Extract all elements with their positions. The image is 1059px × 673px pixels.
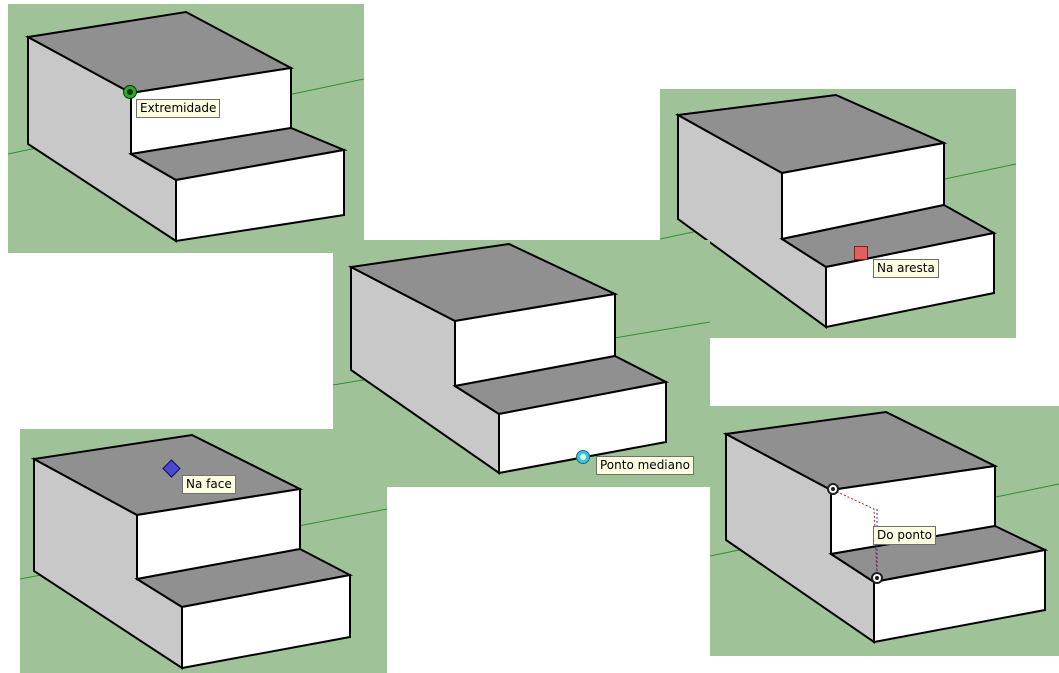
front-face xyxy=(498,380,667,475)
stair-model-on-face xyxy=(20,433,387,670)
viewport-on-face[interactable]: Na face xyxy=(20,429,387,673)
inference-tooltip: Ponto mediano xyxy=(596,456,694,475)
stair-model-on-edge xyxy=(660,93,1016,329)
viewport-endpoint[interactable]: Extremidade xyxy=(8,4,364,253)
from-point-icon xyxy=(827,483,839,495)
viewport-on-edge[interactable]: Na aresta xyxy=(660,89,1016,338)
inference-tooltip: Na aresta xyxy=(873,259,939,278)
inference-tooltip: Do ponto xyxy=(873,526,937,545)
stair-model-from-point xyxy=(710,410,1059,644)
endpoint-icon xyxy=(123,85,137,99)
target-point-icon xyxy=(871,572,883,584)
endpoint-icon-dot xyxy=(127,89,133,95)
front-face xyxy=(181,573,351,670)
midpoint-icon xyxy=(576,450,590,464)
front-face xyxy=(175,148,345,243)
inference-dotted-line xyxy=(832,489,878,579)
on-edge-icon xyxy=(854,246,868,260)
stair-model-midpoint xyxy=(333,242,710,475)
target-point-icon-dot xyxy=(875,576,879,580)
from-point-icon-dot xyxy=(831,487,835,491)
inference-tooltip: Na face xyxy=(182,475,236,494)
inference-tooltip: Extremidade xyxy=(136,99,221,118)
viewport-from-point[interactable]: Do ponto xyxy=(710,406,1059,656)
viewport-midpoint[interactable]: Ponto mediano xyxy=(333,240,710,487)
stair-model-endpoint xyxy=(8,10,364,243)
midpoint-icon-center xyxy=(580,454,586,460)
front-face xyxy=(825,231,995,329)
front-face xyxy=(873,548,1046,644)
